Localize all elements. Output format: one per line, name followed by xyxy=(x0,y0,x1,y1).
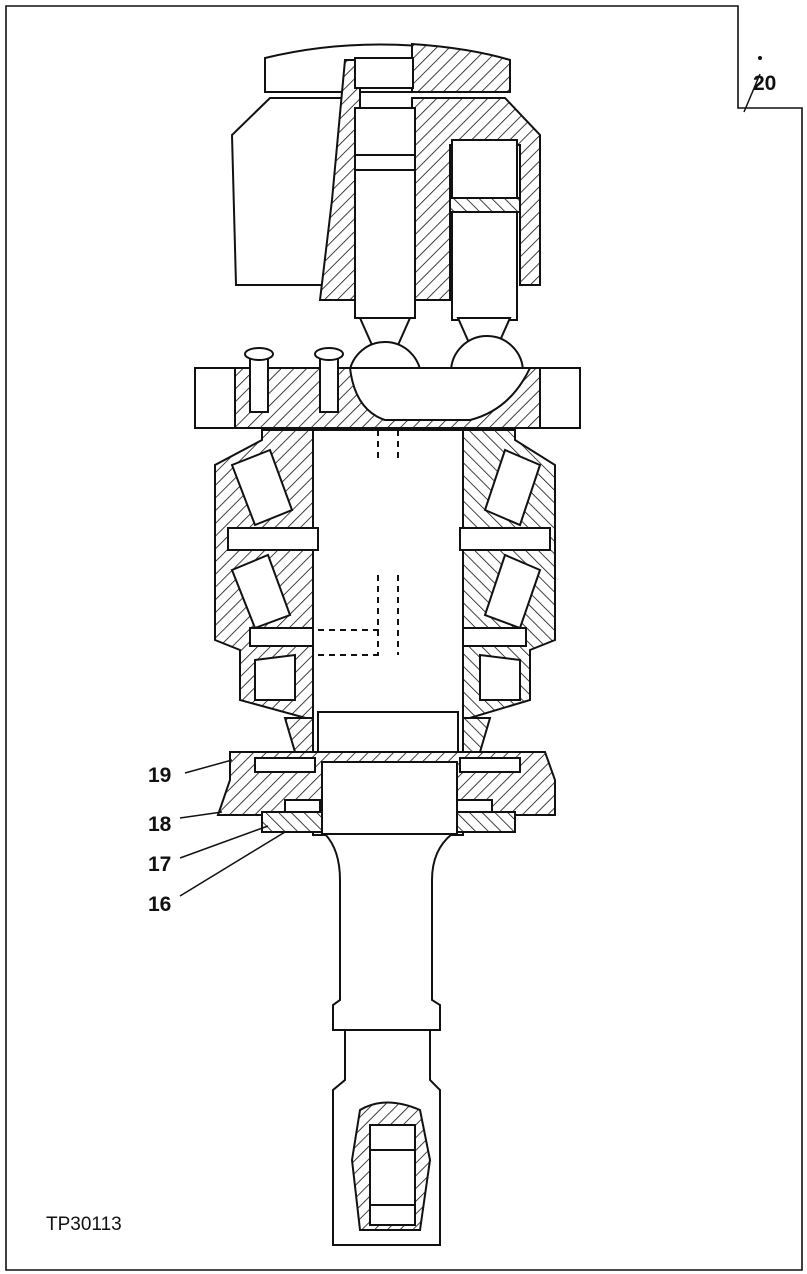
leader-18 xyxy=(179,811,223,819)
page-frame xyxy=(5,5,803,1271)
leader-17 xyxy=(179,825,269,859)
roller-bearing-lower-right xyxy=(479,653,521,701)
callout-17: 17 xyxy=(148,853,171,876)
cylinder-housing-left xyxy=(230,97,346,286)
piston-left xyxy=(354,107,416,319)
piston-left-top xyxy=(354,57,414,89)
roller-bearing-lower-left xyxy=(254,653,296,701)
leader-19 xyxy=(184,759,233,774)
lower-shaft xyxy=(322,833,455,1031)
roller-bearing-mid-left xyxy=(230,553,292,630)
piston-right xyxy=(451,139,518,321)
callout-20: 20 xyxy=(753,72,776,95)
callout-16: 16 xyxy=(148,893,171,916)
cylinder-housing-right xyxy=(411,97,541,301)
roller-bearing-mid-right xyxy=(483,553,542,630)
callout-19: 19 xyxy=(148,764,171,787)
machine-assembly xyxy=(194,42,581,1246)
shaft-lower-step xyxy=(321,761,458,835)
top-cap-hatched xyxy=(411,42,511,93)
figure-code: TP30113 xyxy=(46,1214,122,1235)
callout-18: 18 xyxy=(148,813,172,836)
roller-bearing-upper-right xyxy=(483,448,542,527)
swash-plate-hatched xyxy=(234,367,541,429)
leader-16 xyxy=(179,831,286,897)
piston-ring xyxy=(449,197,521,213)
roller-bearing-upper-left xyxy=(230,448,294,527)
leader-lines xyxy=(179,56,762,897)
leader-20 xyxy=(743,73,761,113)
